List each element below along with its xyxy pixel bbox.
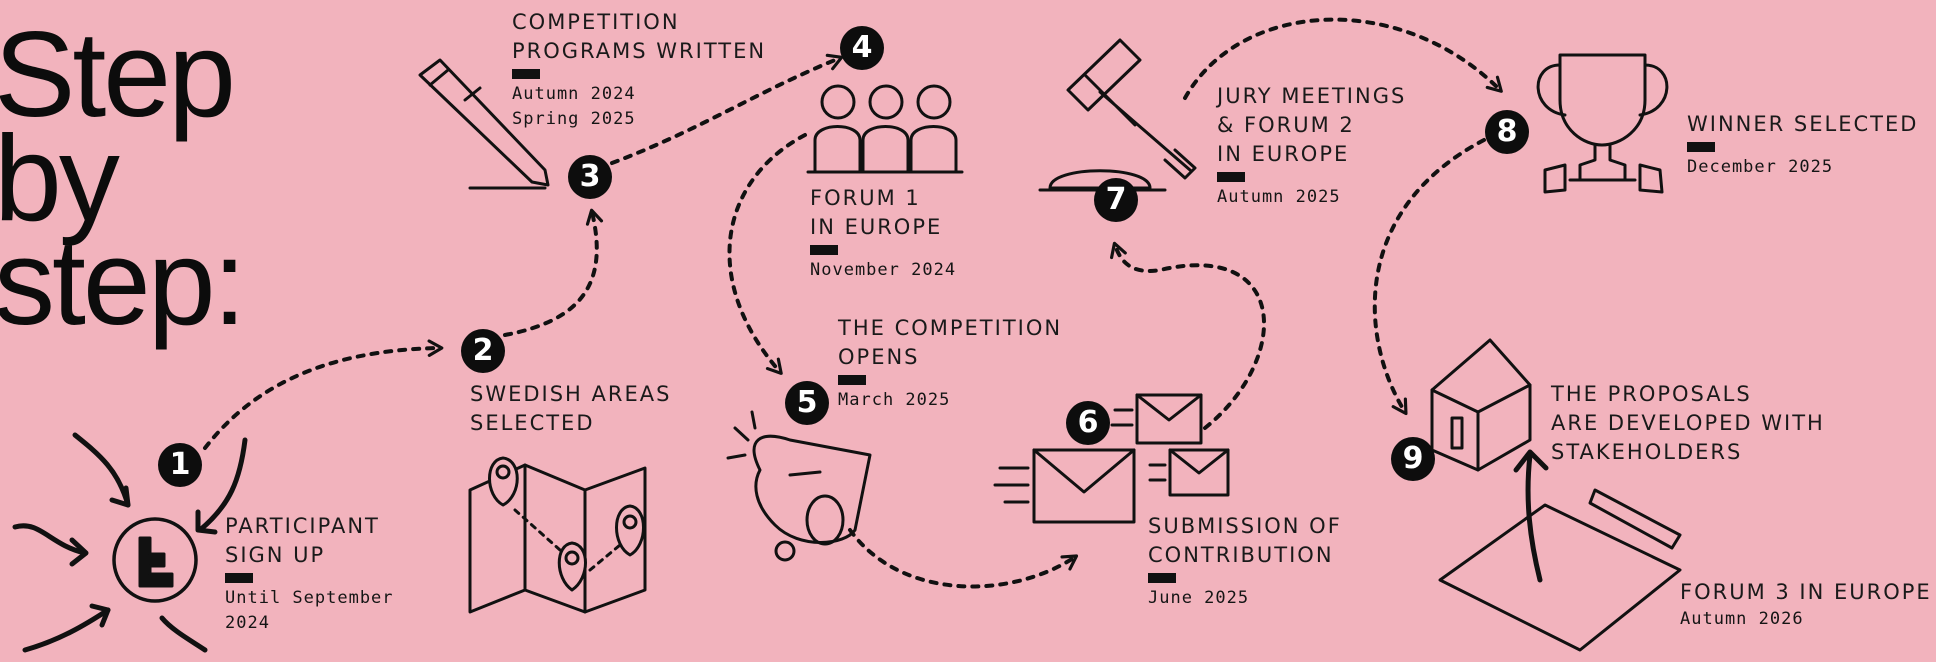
path-4-to-5: [727, 133, 807, 375]
step-1-line-1: PARTICIPANT: [225, 514, 380, 538]
step-7-date-1: Autumn 2025: [1217, 187, 1341, 207]
step-7-label: JURY MEETINGS & FORUM 2 IN EUROPE Autumn…: [1217, 82, 1406, 210]
step-3-badge: 3: [568, 155, 612, 199]
envelopes-icon: [993, 393, 1230, 524]
gavel-icon: [1038, 38, 1197, 192]
step-1-date-1: Until September: [225, 588, 394, 608]
step-6-label: SUBMISSION OF CONTRIBUTION June 2025: [1148, 512, 1342, 611]
path-3-to-4: [610, 53, 844, 165]
step-2-label: SWEDISH AREAS SELECTED: [470, 380, 671, 438]
forum-3-label: FORUM 3 IN EUROPE Autumn 2026: [1680, 578, 1932, 632]
step-1-line-2: SIGN UP: [225, 543, 326, 567]
logo-e-icon: [12, 432, 248, 653]
step-7-line-1: JURY MEETINGS: [1217, 84, 1407, 108]
step-1-label: PARTICIPANT SIGN UP Until September 2024: [225, 512, 394, 636]
map-pins-icon: [468, 456, 647, 614]
step-4-badge: 4: [840, 26, 884, 70]
path-8-to-9: [1372, 138, 1486, 416]
step-9-line-2: ARE DEVELOPED WITH: [1551, 411, 1825, 435]
step-7-line-3: IN EUROPE: [1217, 142, 1350, 166]
step-7-badge: 7: [1094, 178, 1138, 222]
path-1-to-2: [203, 339, 444, 450]
step-3-dash: [512, 69, 540, 79]
step-3-line-1: COMPETITION: [512, 10, 680, 34]
path-7-to-8: [1183, 17, 1503, 100]
step-5-badge: 5: [785, 381, 829, 425]
pencil-icon: [418, 58, 550, 190]
step-8-date-1: December 2025: [1687, 157, 1834, 177]
step-5-dash: [838, 375, 866, 385]
step-4-line-2: IN EUROPE: [810, 215, 943, 239]
step-8-line-1: WINNER SELECTED: [1687, 112, 1919, 136]
step-1-date-2: 2024: [225, 613, 270, 633]
step-4-dash: [810, 245, 838, 255]
step-5-line-2: OPENS: [838, 345, 920, 369]
step-6-line-1: SUBMISSION OF: [1148, 514, 1342, 538]
page-title: Step by step:: [0, 6, 246, 350]
path-5-to-6: [848, 528, 1079, 589]
step-9-line-1: THE PROPOSALS: [1551, 382, 1752, 406]
step-8-badge: 8: [1485, 110, 1529, 154]
whistle-icon: [726, 410, 872, 562]
step-1-dash: [225, 573, 253, 583]
step-3-line-2: PROGRAMS WRITTEN: [512, 39, 767, 63]
step-4-line-1: FORUM 1: [810, 186, 921, 210]
step-7-line-2: & FORUM 2: [1217, 113, 1355, 137]
path-2-to-3: [503, 208, 604, 337]
forum-3-line-1: FORUM 3 IN EUROPE: [1680, 580, 1932, 604]
step-6-badge: 6: [1066, 401, 1110, 445]
step-9-label: THE PROPOSALS ARE DEVELOPED WITH STAKEHO…: [1551, 380, 1825, 467]
step-7-dash: [1217, 172, 1245, 182]
step-6-line-2: CONTRIBUTION: [1148, 543, 1334, 567]
step-2-line-1: SWEDISH AREAS: [470, 382, 672, 406]
step-3-date-1: Autumn 2024: [512, 84, 636, 104]
dotted-paths: [203, 17, 1503, 589]
step-2-badge: 2: [461, 329, 505, 373]
people-icon: [806, 84, 964, 174]
step-5-line-1: THE COMPETITION: [838, 316, 1063, 340]
step-3-label: COMPETITION PROGRAMS WRITTEN Autumn 2024…: [512, 8, 766, 132]
forum-3-date-1: Autumn 2026: [1680, 609, 1804, 629]
step-5-date-1: March 2025: [838, 390, 951, 410]
step-4-label: FORUM 1 IN EUROPE November 2024: [810, 184, 956, 283]
step-1-badge: 1: [158, 443, 202, 487]
step-2-line-2: SELECTED: [470, 411, 595, 435]
step-9-line-3: STAKEHOLDERS: [1551, 440, 1743, 464]
step-4-date-1: November 2024: [810, 260, 957, 280]
step-6-dash: [1148, 573, 1176, 583]
step-3-date-2: Spring 2025: [512, 109, 636, 129]
step-5-label: THE COMPETITION OPENS March 2025: [838, 314, 1062, 413]
trophy-icon: [1536, 53, 1669, 194]
step-8-dash: [1687, 142, 1715, 152]
path-6-to-7: [1110, 241, 1267, 430]
step-6-date-1: June 2025: [1148, 588, 1250, 608]
step-8-label: WINNER SELECTED December 2025: [1687, 110, 1918, 180]
step-9-badge: 9: [1391, 437, 1435, 481]
